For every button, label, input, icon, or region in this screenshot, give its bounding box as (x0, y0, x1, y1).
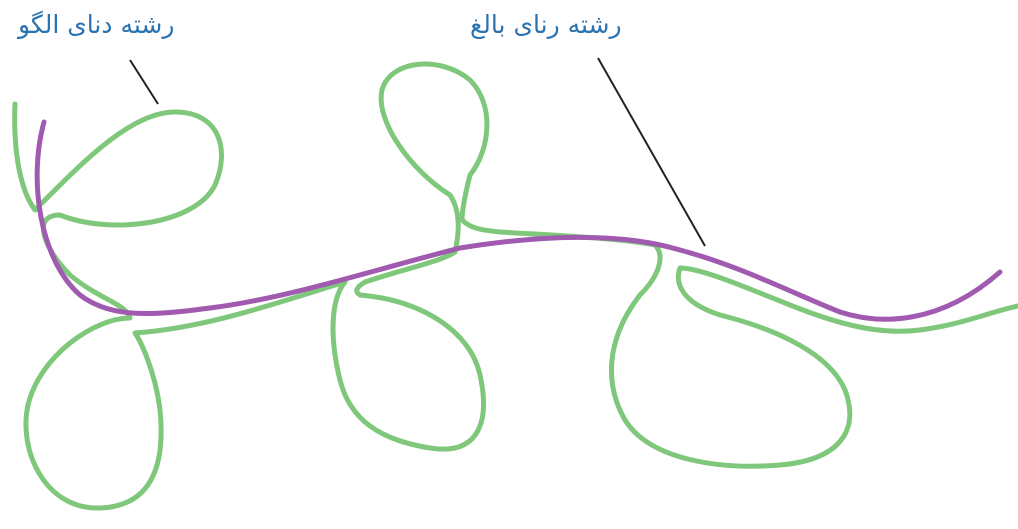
mature-rna-strand (37, 122, 1000, 319)
rna-label-leader-line (598, 58, 705, 246)
dna-label-leader-line (130, 60, 158, 104)
template-dna-strand (15, 64, 1018, 508)
